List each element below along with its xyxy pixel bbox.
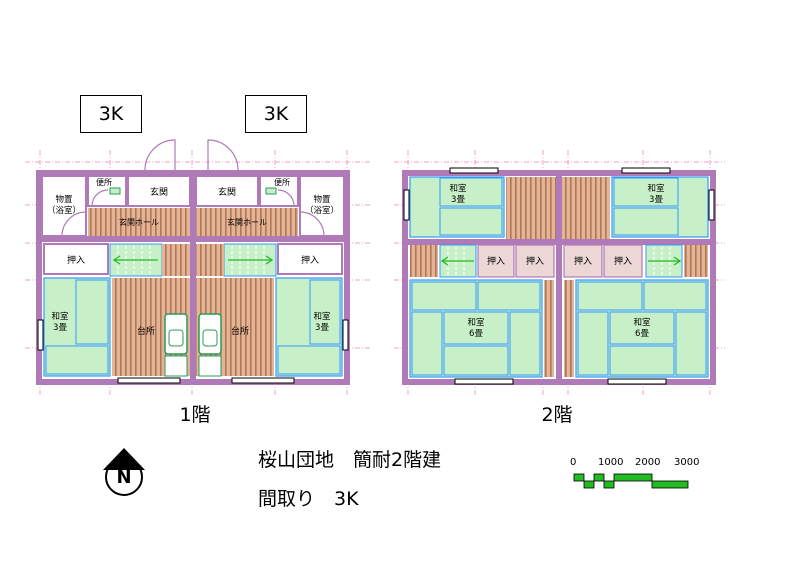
label-entrance-left: 玄関 bbox=[149, 188, 168, 198]
label-w3-right: 和室 3畳 bbox=[647, 184, 665, 205]
scale-tick-2000: 2000 bbox=[635, 457, 661, 468]
label-hall-right: 玄関ホール bbox=[227, 218, 267, 227]
label-washitsu-right: 和室 3畳 bbox=[313, 312, 331, 333]
closet-left bbox=[43, 243, 109, 275]
doors bbox=[61, 139, 325, 237]
scale-tick-3000: 3000 bbox=[674, 457, 700, 468]
label-closet-b: 押入 bbox=[525, 257, 544, 267]
label-w3-left: 和室 3畳 bbox=[449, 184, 467, 205]
plan-type-badge-2: 3K bbox=[245, 95, 307, 133]
closet-d bbox=[603, 244, 643, 278]
label-washitsu-left: 和室 3畳 bbox=[51, 312, 69, 333]
corridor-right bbox=[562, 177, 610, 239]
label-w6-left: 和室 6畳 bbox=[467, 318, 485, 339]
floor-1-label: 1階 bbox=[179, 404, 211, 426]
plan-type-badge-1: 3K bbox=[80, 95, 142, 133]
north-arrow-icon bbox=[103, 448, 145, 496]
floor-1-plan bbox=[36, 139, 350, 385]
hall-right bbox=[196, 208, 298, 236]
floor-2-plan bbox=[402, 167, 716, 385]
windows-floor-2 bbox=[403, 167, 715, 385]
label-storage-right: 物置 （浴室） bbox=[304, 195, 339, 216]
label-closet-d: 押入 bbox=[613, 257, 632, 267]
hall-left bbox=[88, 208, 190, 236]
label-closet-a: 押入 bbox=[486, 257, 505, 267]
compass-letter: N bbox=[116, 467, 132, 488]
sink-left bbox=[164, 313, 188, 355]
title-line-1: 桜山団地 簡耐2階建 bbox=[258, 449, 442, 471]
label-closet-c: 押入 bbox=[573, 257, 592, 267]
label-toilet-right: 便所 bbox=[274, 178, 290, 187]
party-wall bbox=[190, 176, 196, 379]
closet-a bbox=[477, 244, 515, 278]
label-w6-right: 和室 6畳 bbox=[633, 318, 651, 339]
stair-arrows bbox=[112, 255, 274, 265]
title-line-2: 間取り 3K bbox=[258, 488, 359, 510]
party-wall-2 bbox=[556, 176, 562, 379]
label-kitchen-right: 台所 bbox=[230, 327, 249, 337]
scale-bar bbox=[573, 473, 689, 489]
scale-tick-0: 0 bbox=[570, 457, 577, 468]
corridor-left bbox=[506, 177, 556, 239]
label-closet-right: 押入 bbox=[300, 256, 319, 266]
closet-right bbox=[277, 243, 343, 275]
label-storage-left: 物置 （浴室） bbox=[46, 195, 81, 216]
label-toilet-left: 便所 bbox=[96, 178, 112, 187]
label-entrance-right: 玄関 bbox=[217, 188, 236, 198]
sink-right bbox=[198, 313, 222, 355]
closet-c bbox=[563, 244, 603, 278]
floor-2-label: 2階 bbox=[541, 404, 573, 426]
label-kitchen-left: 台所 bbox=[136, 327, 155, 337]
closet-b bbox=[515, 244, 555, 278]
label-closet-left: 押入 bbox=[66, 256, 85, 266]
label-hall-left: 玄関ホール bbox=[119, 218, 159, 227]
windows-floor-1 bbox=[37, 319, 349, 384]
scale-tick-1000: 1000 bbox=[598, 457, 624, 468]
